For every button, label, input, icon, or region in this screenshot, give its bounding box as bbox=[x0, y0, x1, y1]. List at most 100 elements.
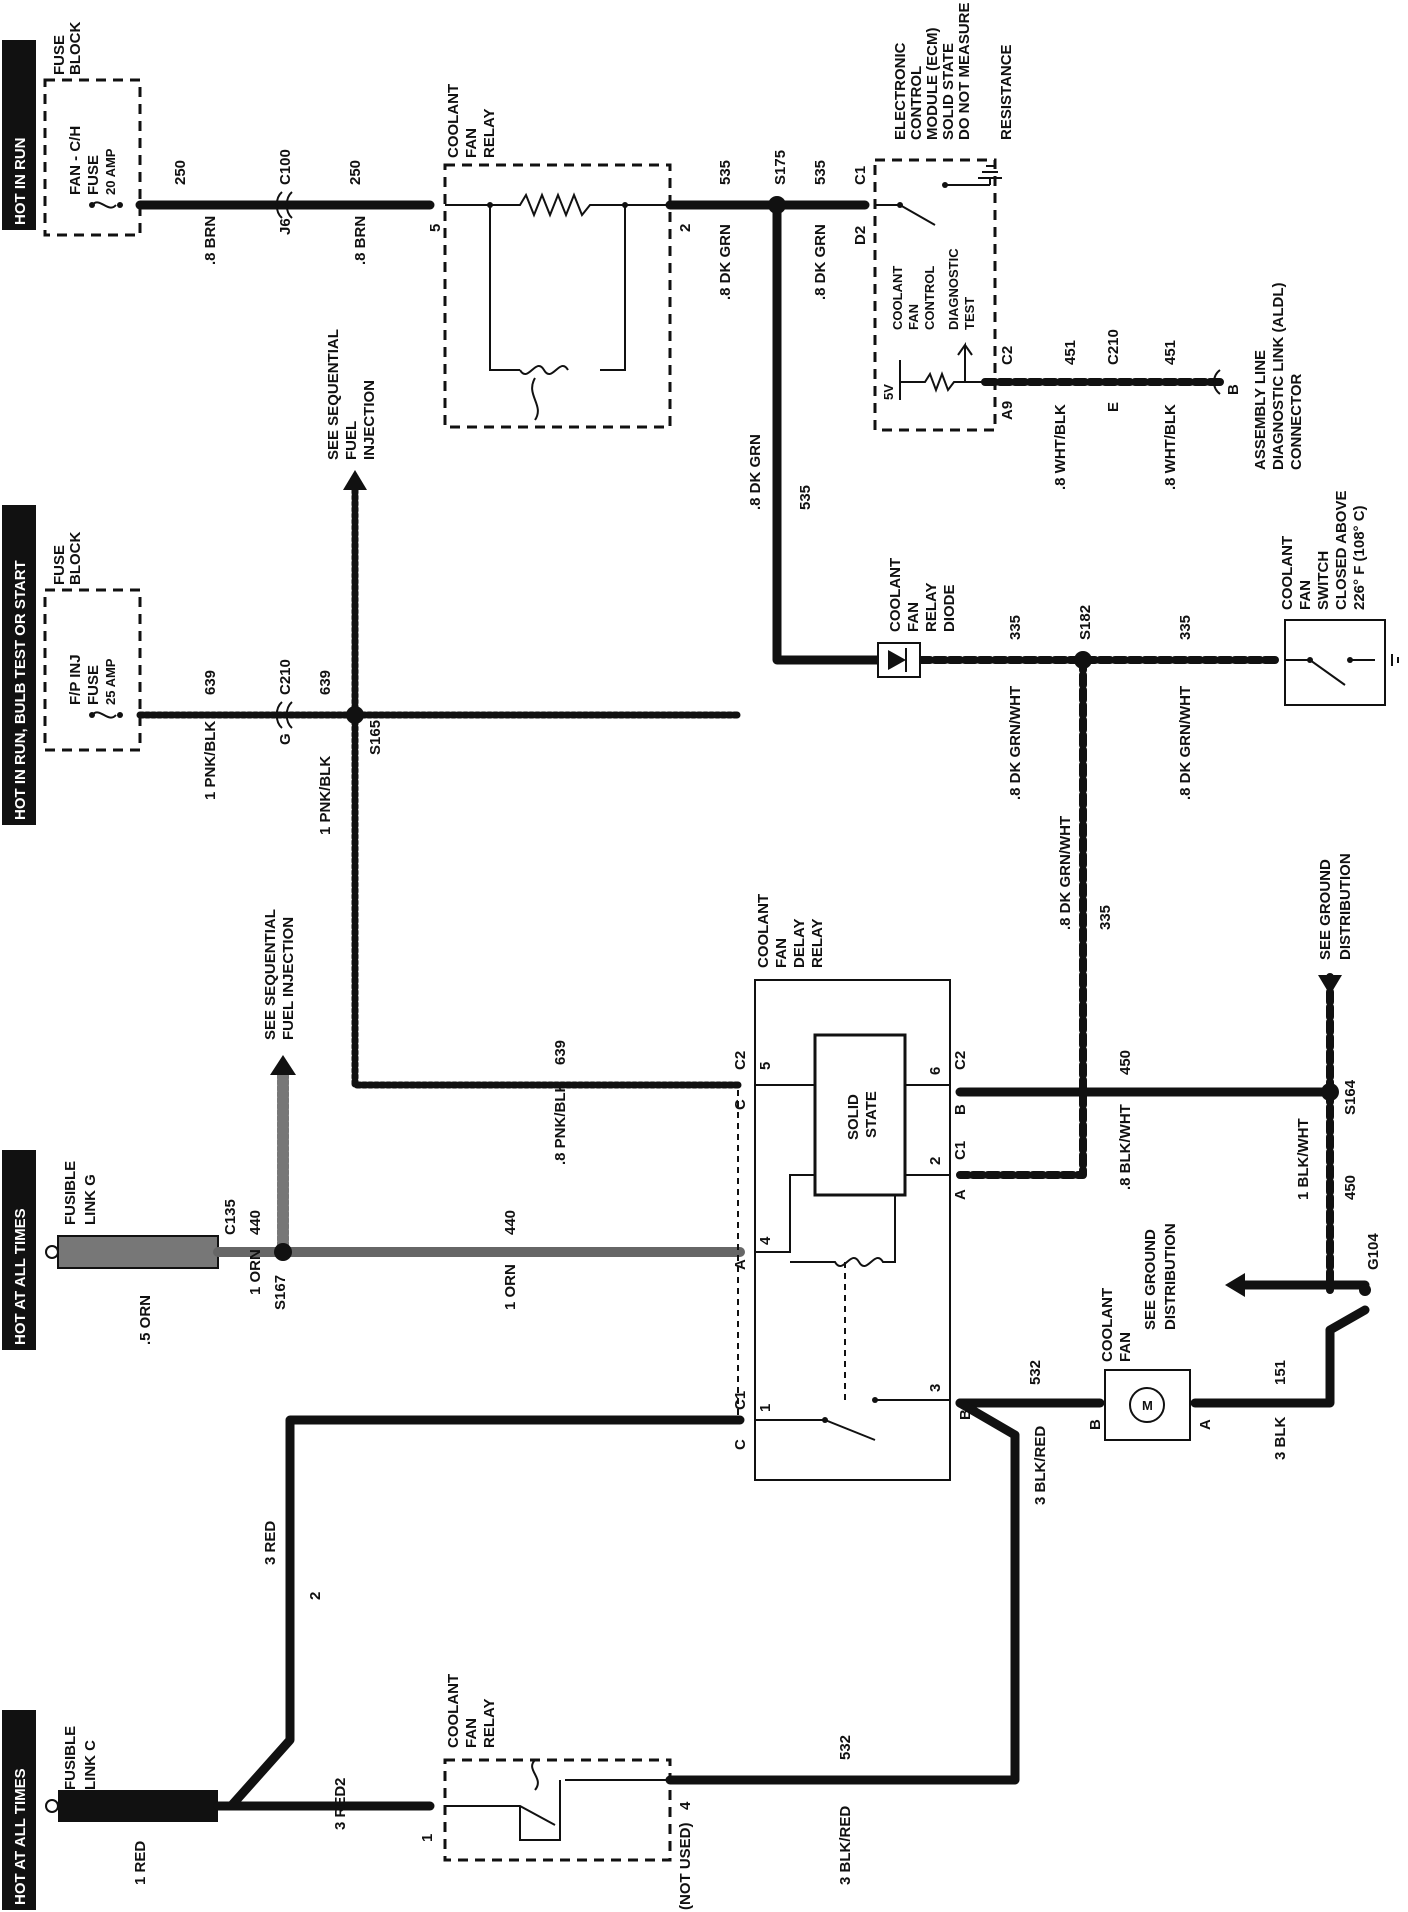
svg-text:DIAGNOSTIC: DIAGNOSTIC bbox=[946, 248, 961, 330]
header-hot-in-run: HOT IN RUN bbox=[2, 40, 36, 230]
svg-text:RELAY: RELAY bbox=[481, 109, 498, 158]
svg-text:.8 DK GRN: .8 DK GRN bbox=[747, 434, 764, 510]
svg-text:1: 1 bbox=[419, 1834, 436, 1842]
svg-text:.8 WHT/BLK: .8 WHT/BLK bbox=[1052, 404, 1069, 490]
svg-text:HOT IN RUN: HOT IN RUN bbox=[12, 138, 29, 226]
svg-text:3 BLK: 3 BLK bbox=[1272, 1416, 1289, 1460]
svg-text:1 ORN: 1 ORN bbox=[247, 1249, 264, 1295]
svg-text:.8 BLK/WHT: .8 BLK/WHT bbox=[1117, 1104, 1134, 1190]
svg-text:.8 DK GRN/WHT: .8 DK GRN/WHT bbox=[1057, 816, 1074, 930]
svg-text:INJECTION: INJECTION bbox=[361, 380, 378, 460]
svg-text:D2: D2 bbox=[852, 226, 869, 245]
svg-text:.8 PNK/BLK: .8 PNK/BLK bbox=[552, 1081, 569, 1165]
svg-text:BLOCK: BLOCK bbox=[67, 532, 84, 585]
coolant-fan-switch: COOLANT FAN SWITCH CLOSED ABOVE 226° F (… bbox=[1279, 491, 1399, 706]
svg-text:SWITCH: SWITCH bbox=[1315, 551, 1332, 610]
svg-text:F/P INJ: F/P INJ bbox=[67, 654, 84, 705]
svg-text:1: 1 bbox=[757, 1404, 774, 1412]
svg-text:3: 3 bbox=[927, 1384, 944, 1392]
svg-text:RELAY: RELAY bbox=[809, 919, 826, 968]
svg-text:5V: 5V bbox=[881, 384, 896, 400]
svg-text:451: 451 bbox=[1162, 340, 1179, 365]
svg-text:C2: C2 bbox=[732, 1051, 749, 1070]
svg-text:B: B bbox=[1225, 384, 1242, 395]
fuse-block-2: FUSE BLOCK F/P INJ FUSE 25 AMP bbox=[43, 532, 142, 752]
svg-text:.5 ORN: .5 ORN bbox=[137, 1295, 154, 1345]
svg-text:CONTROL: CONTROL bbox=[922, 266, 937, 330]
svg-text:FUSE: FUSE bbox=[85, 155, 102, 195]
arrow-see-ground-1 bbox=[1318, 975, 1342, 995]
fusible-link-g: FUSIBLE LINK G bbox=[45, 1161, 219, 1269]
svg-text:DIODE: DIODE bbox=[941, 584, 958, 632]
coolant-fan-motor: M COOLANT FAN bbox=[1099, 1288, 1191, 1441]
arrow-see-sfi-2 bbox=[270, 1055, 296, 1075]
svg-text:535: 535 bbox=[717, 160, 734, 185]
svg-text:FUSIBLE: FUSIBLE bbox=[62, 1726, 79, 1790]
svg-text:CONNECTOR: CONNECTOR bbox=[1288, 373, 1305, 470]
svg-text:A: A bbox=[952, 1189, 969, 1200]
svg-text:G: G bbox=[277, 733, 294, 745]
svg-text:SEE GROUND: SEE GROUND bbox=[1317, 859, 1334, 960]
svg-text:S165: S165 bbox=[367, 720, 384, 755]
header-hot-at-all-times-2: HOT AT ALL TIMES bbox=[2, 1710, 36, 1910]
svg-text:535: 535 bbox=[797, 485, 814, 510]
svg-text:M: M bbox=[1142, 1398, 1153, 1413]
splice-s167 bbox=[274, 1243, 292, 1261]
fusible-link-c: FUSIBLE LINK C bbox=[45, 1726, 218, 1822]
svg-text:.8 DK GRN: .8 DK GRN bbox=[812, 224, 829, 300]
svg-text:5: 5 bbox=[757, 1062, 774, 1070]
svg-text:5: 5 bbox=[427, 224, 444, 232]
wire-blkred-532-down bbox=[665, 1398, 1020, 1785]
svg-text:535: 535 bbox=[812, 160, 829, 185]
svg-text:532: 532 bbox=[1027, 1360, 1044, 1385]
svg-text:STATE: STATE bbox=[863, 1091, 880, 1138]
svg-text:COOLANT: COOLANT bbox=[890, 266, 905, 330]
svg-text:FUSE: FUSE bbox=[51, 545, 68, 585]
aldl-connector: ASSEMBLY LINE DIAGNOSTIC LINK (ALDL) CON… bbox=[1213, 283, 1305, 470]
svg-text:C: C bbox=[732, 1439, 749, 1450]
header-hot-run-bulbtest-start: HOT IN RUN, BULB TEST OR START bbox=[2, 505, 36, 825]
svg-text:RESISTANCE: RESISTANCE bbox=[998, 44, 1015, 140]
svg-text:1 RED: 1 RED bbox=[132, 1841, 149, 1885]
svg-text:451: 451 bbox=[1062, 340, 1079, 365]
fuse-block-1: FUSE BLOCK FAN - C/H FUSE 20 AMP bbox=[43, 22, 142, 237]
svg-text:.8 BRN: .8 BRN bbox=[202, 216, 219, 265]
svg-text:FAN - C/H: FAN - C/H bbox=[67, 126, 84, 195]
see-ground-distribution-1: SEE GROUND DISTRIBUTION bbox=[1317, 853, 1354, 960]
svg-text:450: 450 bbox=[1342, 1175, 1359, 1200]
svg-text:.8 DK GRN/WHT: .8 DK GRN/WHT bbox=[1177, 686, 1194, 800]
svg-text:DO NOT MEASURE: DO NOT MEASURE bbox=[956, 2, 973, 140]
svg-text:FUSE: FUSE bbox=[85, 665, 102, 705]
svg-text:(NOT USED): (NOT USED) bbox=[677, 1823, 694, 1911]
see-sequential-fuel-injection-2: SEE SEQUENTIAL FUEL INJECTION bbox=[262, 909, 297, 1040]
svg-text:C1: C1 bbox=[952, 1141, 969, 1160]
svg-text:BLOCK: BLOCK bbox=[67, 22, 84, 75]
svg-text:S175: S175 bbox=[772, 150, 789, 185]
svg-text:B: B bbox=[957, 1409, 974, 1420]
svg-text:C100: C100 bbox=[277, 149, 294, 185]
svg-text:CONTROL: CONTROL bbox=[908, 66, 925, 140]
svg-text:FAN: FAN bbox=[906, 304, 921, 330]
svg-text:2: 2 bbox=[677, 224, 694, 232]
svg-text:COOLANT: COOLANT bbox=[445, 84, 462, 158]
wire-blk-151 bbox=[1190, 1305, 1370, 1408]
svg-text:C210: C210 bbox=[277, 659, 294, 695]
svg-text:639: 639 bbox=[202, 670, 219, 695]
splice-s164 bbox=[1321, 1083, 1339, 1101]
svg-text:639: 639 bbox=[552, 1040, 569, 1065]
svg-text:639: 639 bbox=[317, 670, 334, 695]
svg-text:ELECTRONIC: ELECTRONIC bbox=[892, 42, 909, 140]
svg-text:2: 2 bbox=[307, 1592, 324, 1600]
svg-text:C135: C135 bbox=[222, 1199, 239, 1235]
svg-text:B: B bbox=[952, 1104, 969, 1115]
svg-text:1 ORN: 1 ORN bbox=[502, 1264, 519, 1310]
svg-text:20 AMP: 20 AMP bbox=[103, 148, 118, 195]
header-hot-at-all-times-1: HOT AT ALL TIMES bbox=[2, 1150, 36, 1350]
svg-text:B: B bbox=[1087, 1419, 1104, 1430]
svg-text:450: 450 bbox=[1117, 1050, 1134, 1075]
svg-text:440: 440 bbox=[502, 1210, 519, 1235]
svg-text:FAN: FAN bbox=[463, 128, 480, 158]
svg-text:.8 DK GRN/WHT: .8 DK GRN/WHT bbox=[1007, 686, 1024, 800]
svg-text:SEE SEQUENTIAL: SEE SEQUENTIAL bbox=[325, 329, 342, 460]
